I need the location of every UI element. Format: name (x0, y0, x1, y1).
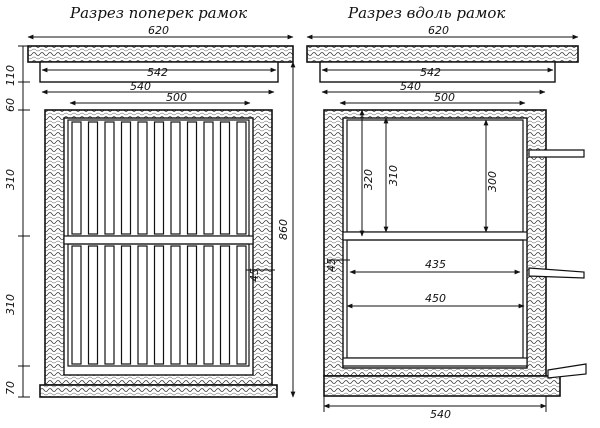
upper-landing-board (528, 149, 585, 158)
dim-upper-frame-height: 310 (4, 169, 17, 190)
dim-lid-width-right: 542 (420, 66, 441, 79)
entrance-label-right: 45 (325, 258, 338, 272)
dim-lower-bar: 450 (425, 292, 446, 305)
dim-frame-span: 540 (130, 80, 151, 93)
entrance-label-left: 45 (248, 268, 261, 282)
right-section-view: 620 542 540 500 320 310 300 435 450 (306, 24, 587, 421)
dim-frame-outer: 320 (362, 169, 375, 190)
frame-slat (120, 245, 132, 365)
left-section-view: 620 542 540 500 45 11 (4, 24, 296, 398)
dim-outer-width-right: 620 (428, 24, 449, 37)
upper-frames (67, 119, 250, 237)
dim-inner-width: 500 (166, 91, 187, 104)
dim-bottom-height: 70 (4, 381, 17, 395)
dim-inner-width-right: 500 (434, 91, 455, 104)
frame-slat (236, 121, 247, 235)
frame-slat (104, 245, 115, 365)
dim-lid-width: 542 (147, 66, 168, 79)
frame-slat (203, 245, 214, 365)
dim-upper-bar: 435 (425, 258, 446, 271)
bottom-board (39, 384, 278, 398)
lid-top-board-right (306, 45, 579, 63)
frame-slat (186, 245, 198, 365)
frame-slat (137, 245, 148, 365)
dim-outer-width: 620 (148, 24, 169, 37)
frame-slat (170, 245, 181, 365)
frame-separator-right (342, 231, 528, 241)
dim-frame-span-right: 540 (400, 80, 421, 93)
dim-gap-height: 60 (4, 98, 17, 112)
hive-body-cavity-right (342, 117, 528, 369)
lower-landing-board (528, 267, 585, 279)
frame-slat (71, 245, 82, 365)
frame-slat (236, 245, 247, 365)
left-caption: Разрез поперек рамок (69, 4, 247, 22)
frame-slat (153, 121, 165, 235)
frame-slat (87, 245, 99, 365)
frame-slat (104, 121, 115, 235)
frame-slat (153, 245, 165, 365)
frame-slat (203, 121, 214, 235)
frame-slat (87, 121, 99, 235)
lower-frames (67, 243, 250, 367)
bottom-landing-board (547, 363, 587, 379)
frame-slat (219, 245, 231, 365)
dim-lid-height: 110 (4, 65, 17, 86)
frame-slat (137, 121, 148, 235)
frame-slat (71, 121, 82, 235)
dim-total-height: 860 (277, 219, 290, 240)
bottom-bar-right (342, 357, 528, 367)
base-board-right (323, 375, 561, 397)
dim-frame-mid: 310 (387, 165, 400, 186)
frame-slat (170, 121, 181, 235)
lid-top-board (27, 45, 294, 63)
frame-separator (63, 235, 254, 245)
dim-frame-inner: 300 (486, 171, 499, 192)
frame-slat (186, 121, 198, 235)
frame-slat (120, 121, 132, 235)
dim-lower-frame-height: 310 (4, 294, 17, 315)
right-caption: Разрез вдоль рамок (347, 4, 505, 22)
dim-base-width: 540 (430, 408, 451, 421)
frame-slat (219, 121, 231, 235)
